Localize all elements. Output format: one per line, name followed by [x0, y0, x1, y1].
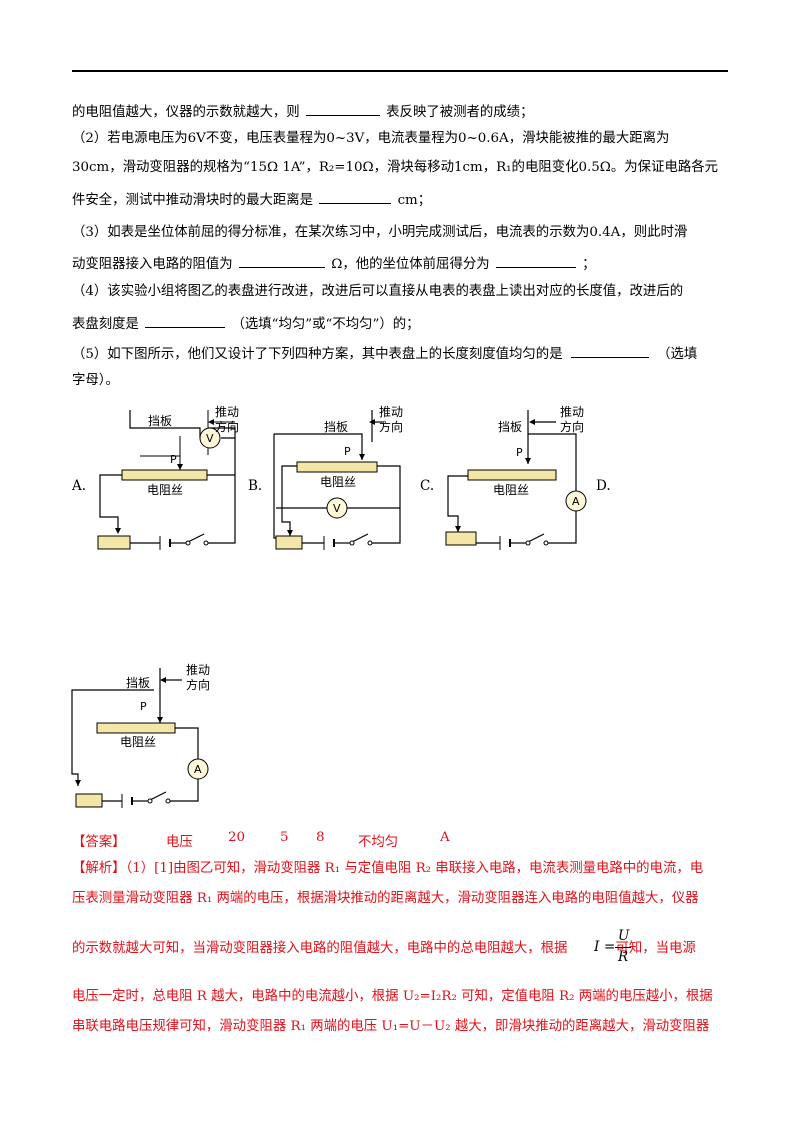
- option-label-c: C.: [420, 478, 435, 494]
- text: Ω，他的坐位体前屈得分为: [331, 257, 490, 272]
- circuit-b: V 挡板 推动 方向 P 电阻丝: [273, 405, 403, 550]
- push-label-2: 方向: [186, 677, 210, 692]
- slider-label: P: [140, 700, 147, 713]
- text: 表盘刻度是: [72, 317, 139, 332]
- answer-value-2: 20: [228, 830, 246, 845]
- wire-label: 电阻丝: [320, 475, 356, 489]
- push-label-1: 推动: [215, 405, 239, 419]
- wire-label: 电阻丝: [120, 735, 156, 749]
- text: （选填“均匀”或“不均匀”）的；: [231, 317, 420, 332]
- slider-arrow-icon: [157, 717, 163, 723]
- slider-label: P: [344, 445, 351, 458]
- text: ；: [582, 257, 596, 272]
- analysis-line-1: 【解析】（1）[1]由图乙可知，滑动变阻器 R₁ 与定值电阻 R₂ 串联接入电路…: [72, 860, 703, 878]
- baffle-label: 挡板: [324, 420, 348, 434]
- text: 表反映了被测者的成绩；: [386, 105, 534, 120]
- wire-label: 电阻丝: [147, 483, 183, 497]
- push-label-2: 方向: [560, 419, 584, 434]
- analysis-line-3: 的示数就越大可知，当滑动变阻器接入电路的阻值越大，电路中的总电阻越大，根据 可知，…: [72, 940, 696, 958]
- question-line-5: （3）如表是坐位体前屈的得分标准，在某次练习中，小明完成测试后，电流表的示数为0…: [72, 225, 688, 240]
- answer-blank-6: [570, 343, 649, 358]
- formula-equals: =: [604, 939, 616, 955]
- question-line-7: （4）该实验小组将图乙的表盘进行改进，改进后可以直接从电表的表盘上读出对应的长度…: [72, 284, 684, 299]
- push-label-1: 推动: [560, 405, 584, 419]
- question-line-6: 动变阻器接入电路的阻值为 Ω，他的坐位体前屈得分为 ；: [72, 253, 596, 274]
- wire-label: 电阻丝: [493, 483, 529, 497]
- slider-arrow-icon: [525, 458, 531, 464]
- header-rule: [72, 70, 728, 72]
- arrow-icon: [115, 528, 121, 534]
- formula-numerator: U: [618, 928, 630, 944]
- formula-i: I: [594, 939, 600, 955]
- question-line-1: 的电阻值越大，仪器的示数就越大，则 表反映了被测者的成绩；: [72, 101, 533, 122]
- answer-blank-2: [319, 189, 392, 204]
- arrow-icon: [75, 780, 81, 786]
- question-line-9: （5）如下图所示，他们又设计了下列四种方案，其中表盘上的长度刻度值均匀的是 （选…: [72, 343, 697, 364]
- slider-label: P: [516, 446, 523, 459]
- arrow-icon: [287, 530, 293, 536]
- baffle-label: 挡板: [126, 676, 150, 690]
- ammeter-symbol: A: [572, 495, 580, 508]
- push-label-1: 推动: [379, 405, 403, 419]
- answer-blank-1: [305, 101, 380, 116]
- analysis-line-2: 压表测量滑动变阻器 R₁ 两端的电压，根据滑块推动的距离越大，滑动变阻器连入电路…: [72, 891, 699, 906]
- answer-value-4: 8: [316, 830, 325, 845]
- push-label-2: 方向: [379, 419, 403, 434]
- answer-value-5: 不均匀: [358, 835, 399, 850]
- option-label-d: D.: [596, 478, 611, 494]
- text: （5）如下图所示，他们又设计了下列四种方案，其中表盘上的长度刻度值均匀的是: [72, 347, 563, 362]
- text: 可知，当电源: [615, 941, 696, 956]
- arrow-icon: [208, 419, 214, 425]
- circuit-d: A 挡板 推动 方向 P 电阻丝: [71, 663, 210, 808]
- voltmeter-symbol: V: [206, 432, 214, 445]
- text: （选填: [657, 347, 698, 362]
- question-line-3: 30cm，滑动变阻器的规格为“15Ω 1A”，R₂=10Ω，滑块每移动1cm，R…: [72, 160, 719, 175]
- text: （1）[1]由图乙可知，滑动变阻器 R₁ 与定值电阻 R₂ 串联接入电路，电流表…: [125, 861, 704, 876]
- circuit-a: V 挡板 推动 方向 P 电阻丝: [97, 405, 239, 550]
- ammeter-symbol: A: [194, 763, 202, 776]
- answer-value-1: 电压: [166, 835, 193, 850]
- text: 的电阻值越大，仪器的示数就越大，则: [72, 105, 300, 120]
- analysis-label: 【解析】: [72, 861, 126, 876]
- answer-value-6: A: [440, 830, 450, 845]
- push-label-2: 方向: [215, 419, 239, 434]
- voltmeter-symbol: V: [333, 502, 341, 515]
- baffle-label: 挡板: [148, 414, 172, 428]
- answer-label: 【答案】: [72, 835, 126, 850]
- question-line-8: 表盘刻度是 （选填“均匀”或“不均匀”）的；: [72, 313, 420, 334]
- text: 动变阻器接入电路的阻值为: [72, 257, 233, 272]
- answer-blank-5: [145, 313, 226, 328]
- baffle-label: 挡板: [498, 420, 522, 434]
- circuit-c: A 挡板 推动 方向 P 电阻丝: [445, 405, 587, 550]
- ohm-law-formula: I = U R: [594, 928, 640, 968]
- analysis-line-4: 电压一定时，总电阻 R 越大，电路中的电流越小，根据 U₂=I₂R₂ 可知，定值…: [72, 989, 713, 1004]
- text: cm；: [397, 193, 432, 208]
- analysis-line-5: 串联电路电压规律可知，滑动变阻器 R₁ 两端的电压 U₁=U－U₂ 越大，即滑块…: [72, 1019, 710, 1034]
- option-label-a: A.: [72, 478, 87, 494]
- arrow-icon: [455, 526, 461, 532]
- text: 的示数就越大可知，当滑动变阻器接入电路的阻值越大，电路中的总电阻越大，根据: [72, 941, 568, 956]
- answer-value-3: 5: [280, 830, 289, 845]
- option-label-b: B.: [248, 478, 263, 494]
- slider-arrow-icon: [177, 464, 183, 470]
- slider-arrow-icon: [359, 454, 365, 460]
- text: 件安全，测试中推动滑块时的最大距离是: [72, 193, 314, 208]
- push-label-1: 推动: [186, 663, 210, 677]
- slider-label: P: [170, 453, 177, 466]
- fraction-bar: [615, 947, 631, 948]
- question-line-10: 字母）。: [72, 373, 119, 388]
- question-line-4: 件安全，测试中推动滑块时的最大距离是 cm；: [72, 189, 431, 210]
- answer-blank-4: [495, 253, 576, 268]
- answer-blank-3: [238, 253, 325, 268]
- question-line-2: （2）若电源电压为6V不变，电压表量程为0~3V，电流表量程为0~0.6A，滑块…: [72, 131, 670, 146]
- formula-denominator: R: [618, 949, 629, 965]
